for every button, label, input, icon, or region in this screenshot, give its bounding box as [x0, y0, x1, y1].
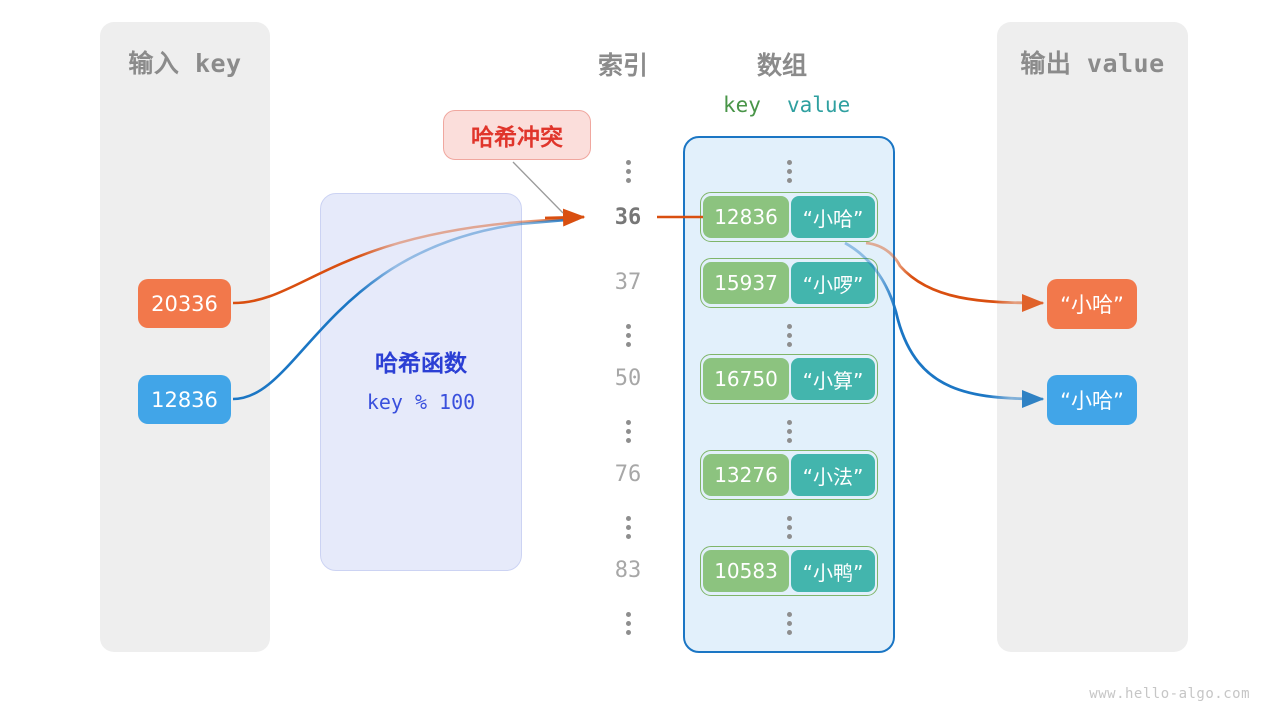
- hash-collision-label: 哈希冲突: [471, 125, 563, 151]
- index-ellipsis-2: [598, 416, 658, 447]
- bucket-value-37: “小啰”: [791, 262, 875, 304]
- array-bucket-50: 16750 “小算”: [700, 354, 878, 404]
- watermark: www.hello-algo.com: [1089, 686, 1250, 702]
- bucket-key-36: 12836: [703, 196, 789, 238]
- index-column-heading: 索引: [598, 51, 649, 80]
- output-value-panel-title: 输出 value: [1020, 49, 1165, 78]
- array-bucket-36: 12836 “小哈”: [700, 192, 878, 242]
- value-column-heading: value: [787, 93, 851, 117]
- arrowhead-into-index36: [544, 208, 586, 227]
- array-ellipsis-2: [683, 416, 895, 447]
- bucket-value-76: “小法”: [791, 454, 875, 496]
- input-key-panel: 输入 key: [100, 22, 270, 652]
- array-ellipsis-bottom: [683, 608, 895, 639]
- hash-function-formula: key % 100: [366, 390, 476, 414]
- hash-function-box: 哈希函数 key % 100: [320, 193, 522, 571]
- bucket-key-76: 13276: [703, 454, 789, 496]
- index-label-36: 36: [614, 205, 642, 230]
- output-value-box-0: “小哈”: [1047, 279, 1137, 329]
- index-label-76: 76: [614, 462, 642, 487]
- index-label-37: 37: [614, 270, 642, 295]
- array-bucket-83: 10583 “小鸭”: [700, 546, 878, 596]
- bucket-value-36: “小哈”: [791, 196, 875, 238]
- bucket-key-50: 16750: [703, 358, 789, 400]
- hash-function-title: 哈希函数: [375, 351, 467, 377]
- input-key-box-0: 20336: [138, 279, 231, 328]
- array-ellipsis-3: [683, 512, 895, 543]
- bucket-key-37: 15937: [703, 262, 789, 304]
- key-column-heading: key: [723, 93, 761, 117]
- array-ellipsis-top: [683, 156, 895, 187]
- index-label-83: 83: [614, 558, 642, 583]
- array-bucket-76: 13276 “小法”: [700, 450, 878, 500]
- array-bucket-37: 15937 “小啰”: [700, 258, 878, 308]
- output-value-panel: 输出 value: [997, 22, 1188, 652]
- input-key-box-1: 12836: [138, 375, 231, 424]
- array-column-heading: 数组: [757, 51, 808, 80]
- output-value-box-1: “小哈”: [1047, 375, 1137, 425]
- index-ellipsis-3: [598, 512, 658, 543]
- bucket-value-50: “小算”: [791, 358, 875, 400]
- bucket-value-83: “小鸭”: [791, 550, 875, 592]
- hash-collision-badge: 哈希冲突: [443, 110, 591, 160]
- index-label-50: 50: [614, 366, 642, 391]
- input-key-panel-title: 输入 key: [128, 49, 242, 78]
- index-ellipsis-bottom: [598, 608, 658, 639]
- array-ellipsis-1: [683, 320, 895, 351]
- index-ellipsis-top: [598, 156, 658, 187]
- index-ellipsis-1: [598, 320, 658, 351]
- bucket-key-83: 10583: [703, 550, 789, 592]
